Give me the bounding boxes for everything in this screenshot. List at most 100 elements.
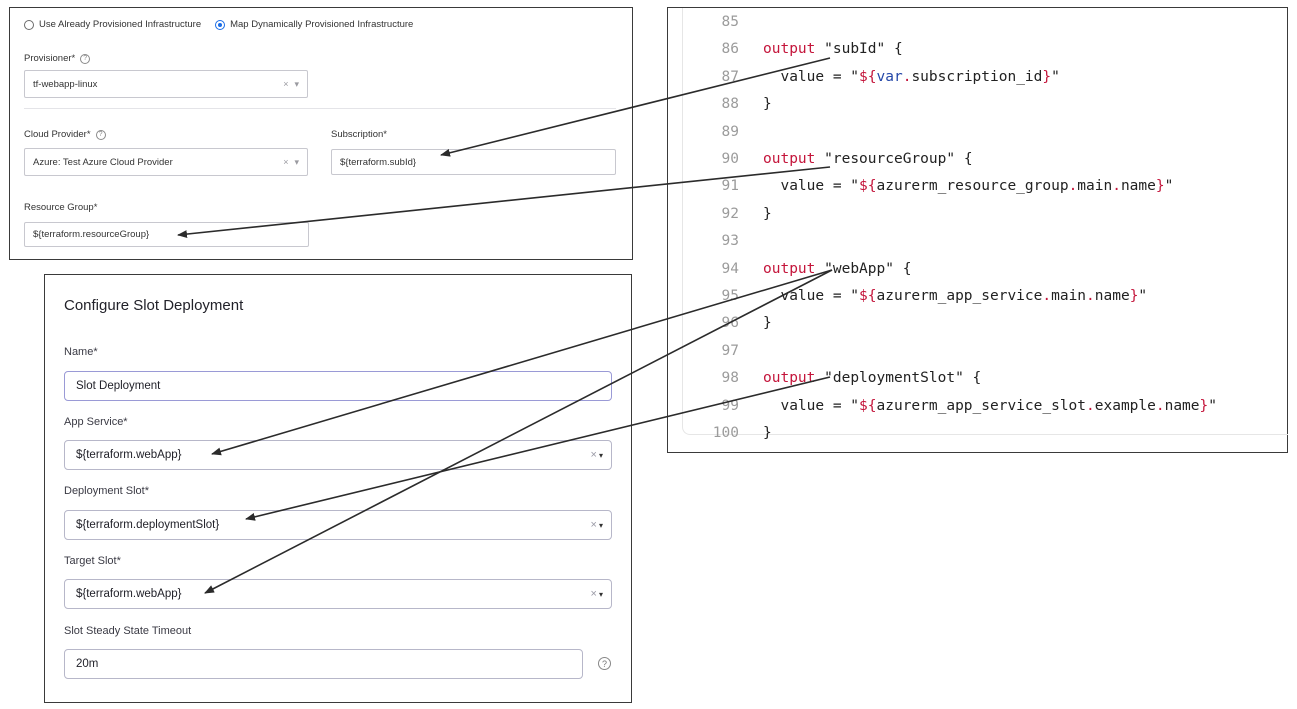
code-line: 97 (683, 340, 763, 362)
code-line: 89 (683, 121, 763, 143)
code-line: 88} (683, 93, 772, 115)
code-token: . (1086, 288, 1095, 304)
app-service-select[interactable]: ${terraform.webApp} × ▾ (64, 440, 612, 470)
chevron-down-icon[interactable]: ▾ (598, 589, 603, 599)
code-token: subscription_id (911, 68, 1043, 85)
code-token: . (1042, 288, 1052, 304)
subscription-input[interactable]: ${terraform.subId} (331, 149, 616, 175)
chevron-down-icon[interactable]: ▾ (598, 450, 603, 460)
chevron-down-icon[interactable]: ▾ (598, 520, 603, 530)
code-text: value = "${azurerm_resource_group.main.n… (763, 178, 1173, 194)
provisioner-select[interactable]: tf-webapp-linux × ▾ (24, 70, 308, 98)
code-token: example (1094, 397, 1156, 414)
code-token: " (1208, 397, 1217, 414)
code-token: name (1094, 288, 1130, 304)
radio-unchecked-icon[interactable] (24, 19, 34, 30)
code-text: value = "${azurerm_app_service_slot.exam… (763, 398, 1217, 414)
clear-icon[interactable]: × (283, 157, 289, 167)
code-line: 99 value = "${azurerm_app_service_slot.e… (683, 395, 1217, 417)
radio-use-provisioned[interactable]: Use Already Provisioned Infrastructure (24, 19, 201, 30)
code-token: value = " (763, 178, 860, 195)
chevron-down-icon[interactable]: ▾ (294, 156, 299, 167)
code-text: value = "${azurerm_app_service.main.name… (763, 288, 1147, 304)
code-token: . (1112, 178, 1121, 195)
target-slot-label: Target Slot* (64, 555, 121, 567)
radio-checked-icon[interactable] (215, 19, 226, 30)
line-number: 97 (721, 342, 739, 359)
deployment-slot-label: Deployment Slot* (64, 485, 149, 497)
code-token: azurerm_app_service (876, 288, 1043, 304)
code-token: } (1199, 397, 1209, 414)
code-token: var (876, 68, 903, 85)
code-token: } (763, 425, 772, 441)
code-token: output (763, 151, 816, 167)
code-token: " (815, 370, 833, 387)
code-text: output "webApp" { (763, 261, 911, 277)
slot-deployment-panel: Configure Slot Deployment Name* Slot Dep… (44, 274, 632, 703)
deployment-slot-select[interactable]: ${terraform.deploymentSlot} × ▾ (64, 510, 612, 540)
target-slot-select[interactable]: ${terraform.webApp} × ▾ (64, 579, 612, 609)
code-line: 98 output "deploymentSlot" { (683, 367, 982, 389)
resource-group-input[interactable]: ${terraform.resourceGroup} (24, 222, 309, 247)
resource-group-label: Resource Group* (24, 202, 98, 213)
code-token: . (902, 68, 912, 85)
line-number: 88 (721, 96, 739, 113)
cloud-provider-label: Cloud Provider* ? (24, 129, 106, 140)
line-number: 95 (721, 288, 739, 304)
code-line: 91 value = "${azurerm_resource_group.mai… (683, 175, 1174, 197)
code-token: . (1155, 397, 1165, 414)
line-number: 99 (721, 397, 739, 414)
app-service-label: App Service* (64, 416, 128, 428)
code-token: output (763, 41, 816, 58)
code-token: " (1164, 178, 1174, 195)
code-text: } (763, 96, 772, 112)
cloud-provider-select[interactable]: Azure: Test Azure Cloud Provider × ▾ (24, 148, 308, 176)
line-number: 100 (712, 425, 739, 441)
code-token: value = " (763, 397, 860, 414)
clear-icon[interactable]: × (590, 449, 597, 461)
name-input[interactable]: Slot Deployment (64, 371, 612, 401)
line-number: 87 (721, 68, 739, 85)
line-number: 98 (721, 370, 739, 387)
code-line: 92} (683, 203, 772, 225)
help-icon[interactable]: ? (598, 657, 611, 670)
line-number: 86 (721, 41, 739, 58)
provisioner-label: Provisioner* ? (24, 53, 91, 64)
code-token: name (1164, 397, 1200, 414)
code-token: azurerm_resource_group (876, 178, 1069, 195)
clear-icon[interactable]: × (283, 79, 289, 89)
panel-title: Configure Slot Deployment (64, 297, 244, 314)
help-icon[interactable]: ? (95, 129, 106, 140)
line-number: 89 (721, 123, 739, 140)
infrastructure-type-radio-group: Use Already Provisioned Infrastructure M… (24, 19, 427, 30)
radio-map-dynamic[interactable]: Map Dynamically Provisioned Infrastructu… (215, 19, 413, 30)
clear-icon[interactable]: × (590, 519, 597, 531)
clear-icon[interactable]: × (590, 588, 597, 600)
code-token: } (1129, 288, 1139, 304)
code-token: ${ (859, 397, 877, 414)
code-text: output "deploymentSlot" { (763, 370, 981, 386)
line-number: 92 (721, 205, 739, 222)
help-icon[interactable]: ? (80, 53, 91, 64)
code-token: " (815, 260, 833, 277)
code-token: } (763, 96, 772, 113)
line-number: 90 (721, 151, 739, 167)
code-token: " { (885, 260, 912, 277)
chevron-down-icon[interactable]: ▾ (294, 78, 299, 89)
timeout-input[interactable]: 20m (64, 649, 583, 679)
code-line: 85 (683, 11, 763, 33)
code-line: 87 value = "${var.subscription_id}" (683, 66, 1060, 88)
line-number: 85 (721, 14, 739, 30)
code-token: " (815, 151, 833, 167)
subscription-label: Subscription* (331, 129, 387, 140)
code-text: } (763, 425, 772, 441)
line-number: 93 (721, 233, 739, 250)
code-text: } (763, 206, 772, 222)
code-token: } (763, 205, 772, 222)
code-token: } (1042, 68, 1052, 85)
code-token: } (1155, 178, 1165, 195)
code-token: azurerm_app_service_slot (876, 397, 1087, 414)
code-token: subId (832, 41, 877, 58)
